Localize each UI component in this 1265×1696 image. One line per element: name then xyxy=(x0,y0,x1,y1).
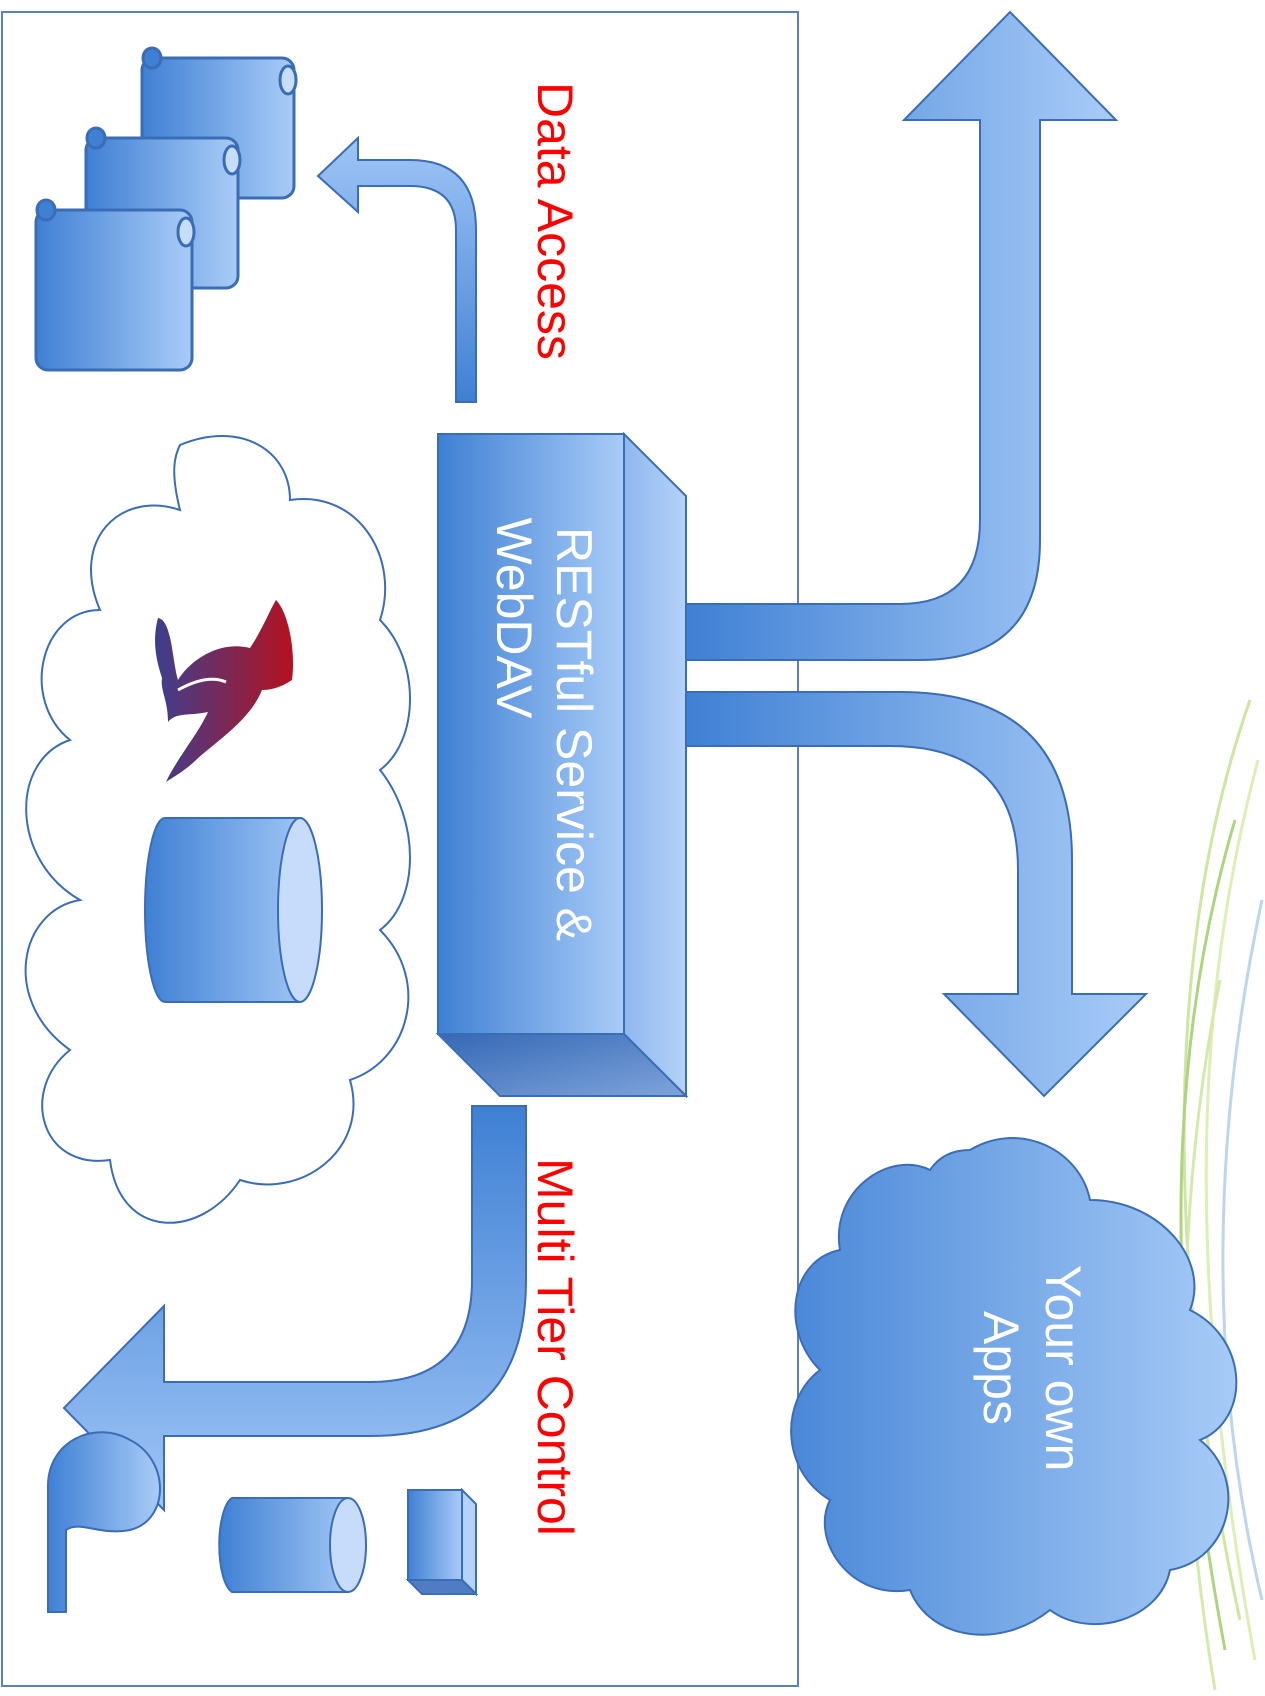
output-arrow-down xyxy=(685,691,1149,1098)
service-label-line2: WebDAV xyxy=(486,517,542,719)
database-icon xyxy=(144,817,323,1003)
bird-logo-icon xyxy=(155,600,294,782)
document-scrolls-icon xyxy=(34,46,298,372)
cylinder-icon xyxy=(218,1497,367,1593)
data-access-label: Data Access xyxy=(527,82,583,360)
storage-drive-icon xyxy=(47,1431,161,1613)
multi-tier-control-label: Multi Tier Control xyxy=(527,1158,583,1536)
restful-service-box: RESTful Service & WebDAV xyxy=(435,431,689,1099)
apps-label-line2: Apps xyxy=(973,1311,1029,1425)
system-boundary-box xyxy=(1,11,799,1687)
cube-icon xyxy=(405,1487,479,1597)
apps-label-line1: Your own xyxy=(1035,1265,1091,1472)
output-arrow-up xyxy=(685,10,1119,661)
multi-tier-arrow xyxy=(62,1105,527,1513)
service-label-line1: RESTful Service & xyxy=(546,527,602,941)
data-access-arrow xyxy=(316,135,477,403)
your-apps-cloud: Your own Apps xyxy=(790,1137,1238,1636)
